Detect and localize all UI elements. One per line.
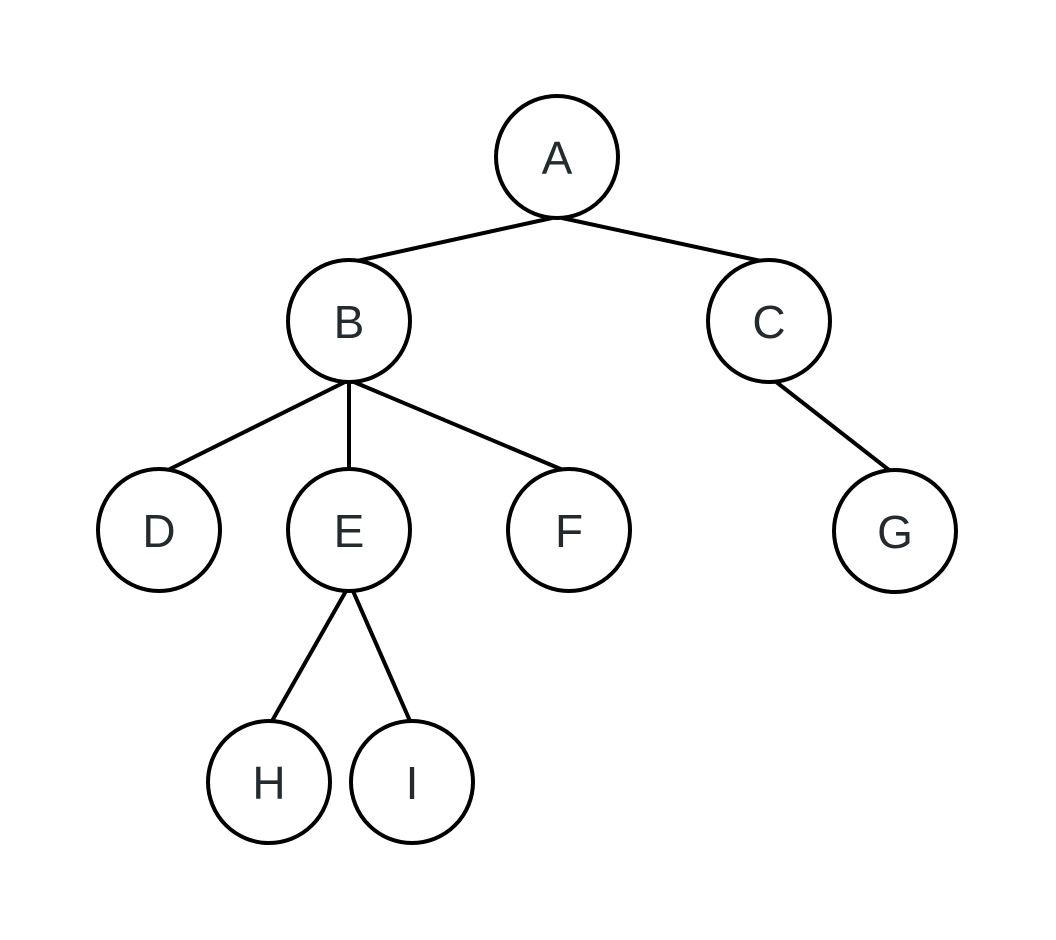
node-circle-g[interactable] — [832, 468, 958, 594]
node-label-e: E — [334, 505, 365, 557]
edge-c-g — [773, 379, 891, 472]
edge-e-h — [270, 590, 348, 722]
edge-b-f — [353, 380, 564, 472]
edge-e-i — [351, 590, 412, 722]
node-circle-d[interactable] — [96, 467, 222, 593]
edge-a-c — [561, 216, 762, 263]
node-label-f: F — [555, 505, 583, 557]
edge-b-d — [165, 380, 346, 473]
node-label-h: H — [252, 757, 285, 809]
node-label-d: D — [142, 505, 175, 557]
edge-a-b — [356, 216, 553, 263]
node-h[interactable]: H — [206, 719, 332, 845]
node-e[interactable]: E — [286, 467, 412, 593]
node-label-c: C — [752, 296, 785, 348]
node-b[interactable]: B — [286, 258, 412, 384]
nodes-layer: A B C D E F G H I — [96, 94, 958, 845]
node-circle-a[interactable] — [494, 94, 620, 220]
node-circle-f[interactable] — [506, 467, 632, 593]
node-d[interactable]: D — [96, 467, 222, 593]
node-c[interactable]: C — [706, 258, 832, 384]
node-label-a: A — [542, 132, 573, 184]
node-circle-h[interactable] — [206, 719, 332, 845]
node-circle-i[interactable] — [349, 719, 475, 845]
node-circle-b[interactable] — [286, 258, 412, 384]
edges-layer — [165, 216, 891, 722]
node-label-g: G — [877, 506, 913, 558]
node-f[interactable]: F — [506, 467, 632, 593]
node-label-i: I — [406, 757, 419, 809]
node-circle-e[interactable] — [286, 467, 412, 593]
node-i[interactable]: I — [349, 719, 475, 845]
node-circle-c[interactable] — [706, 258, 832, 384]
node-label-b: B — [334, 296, 365, 348]
node-g[interactable]: G — [832, 468, 958, 594]
node-a[interactable]: A — [494, 94, 620, 220]
